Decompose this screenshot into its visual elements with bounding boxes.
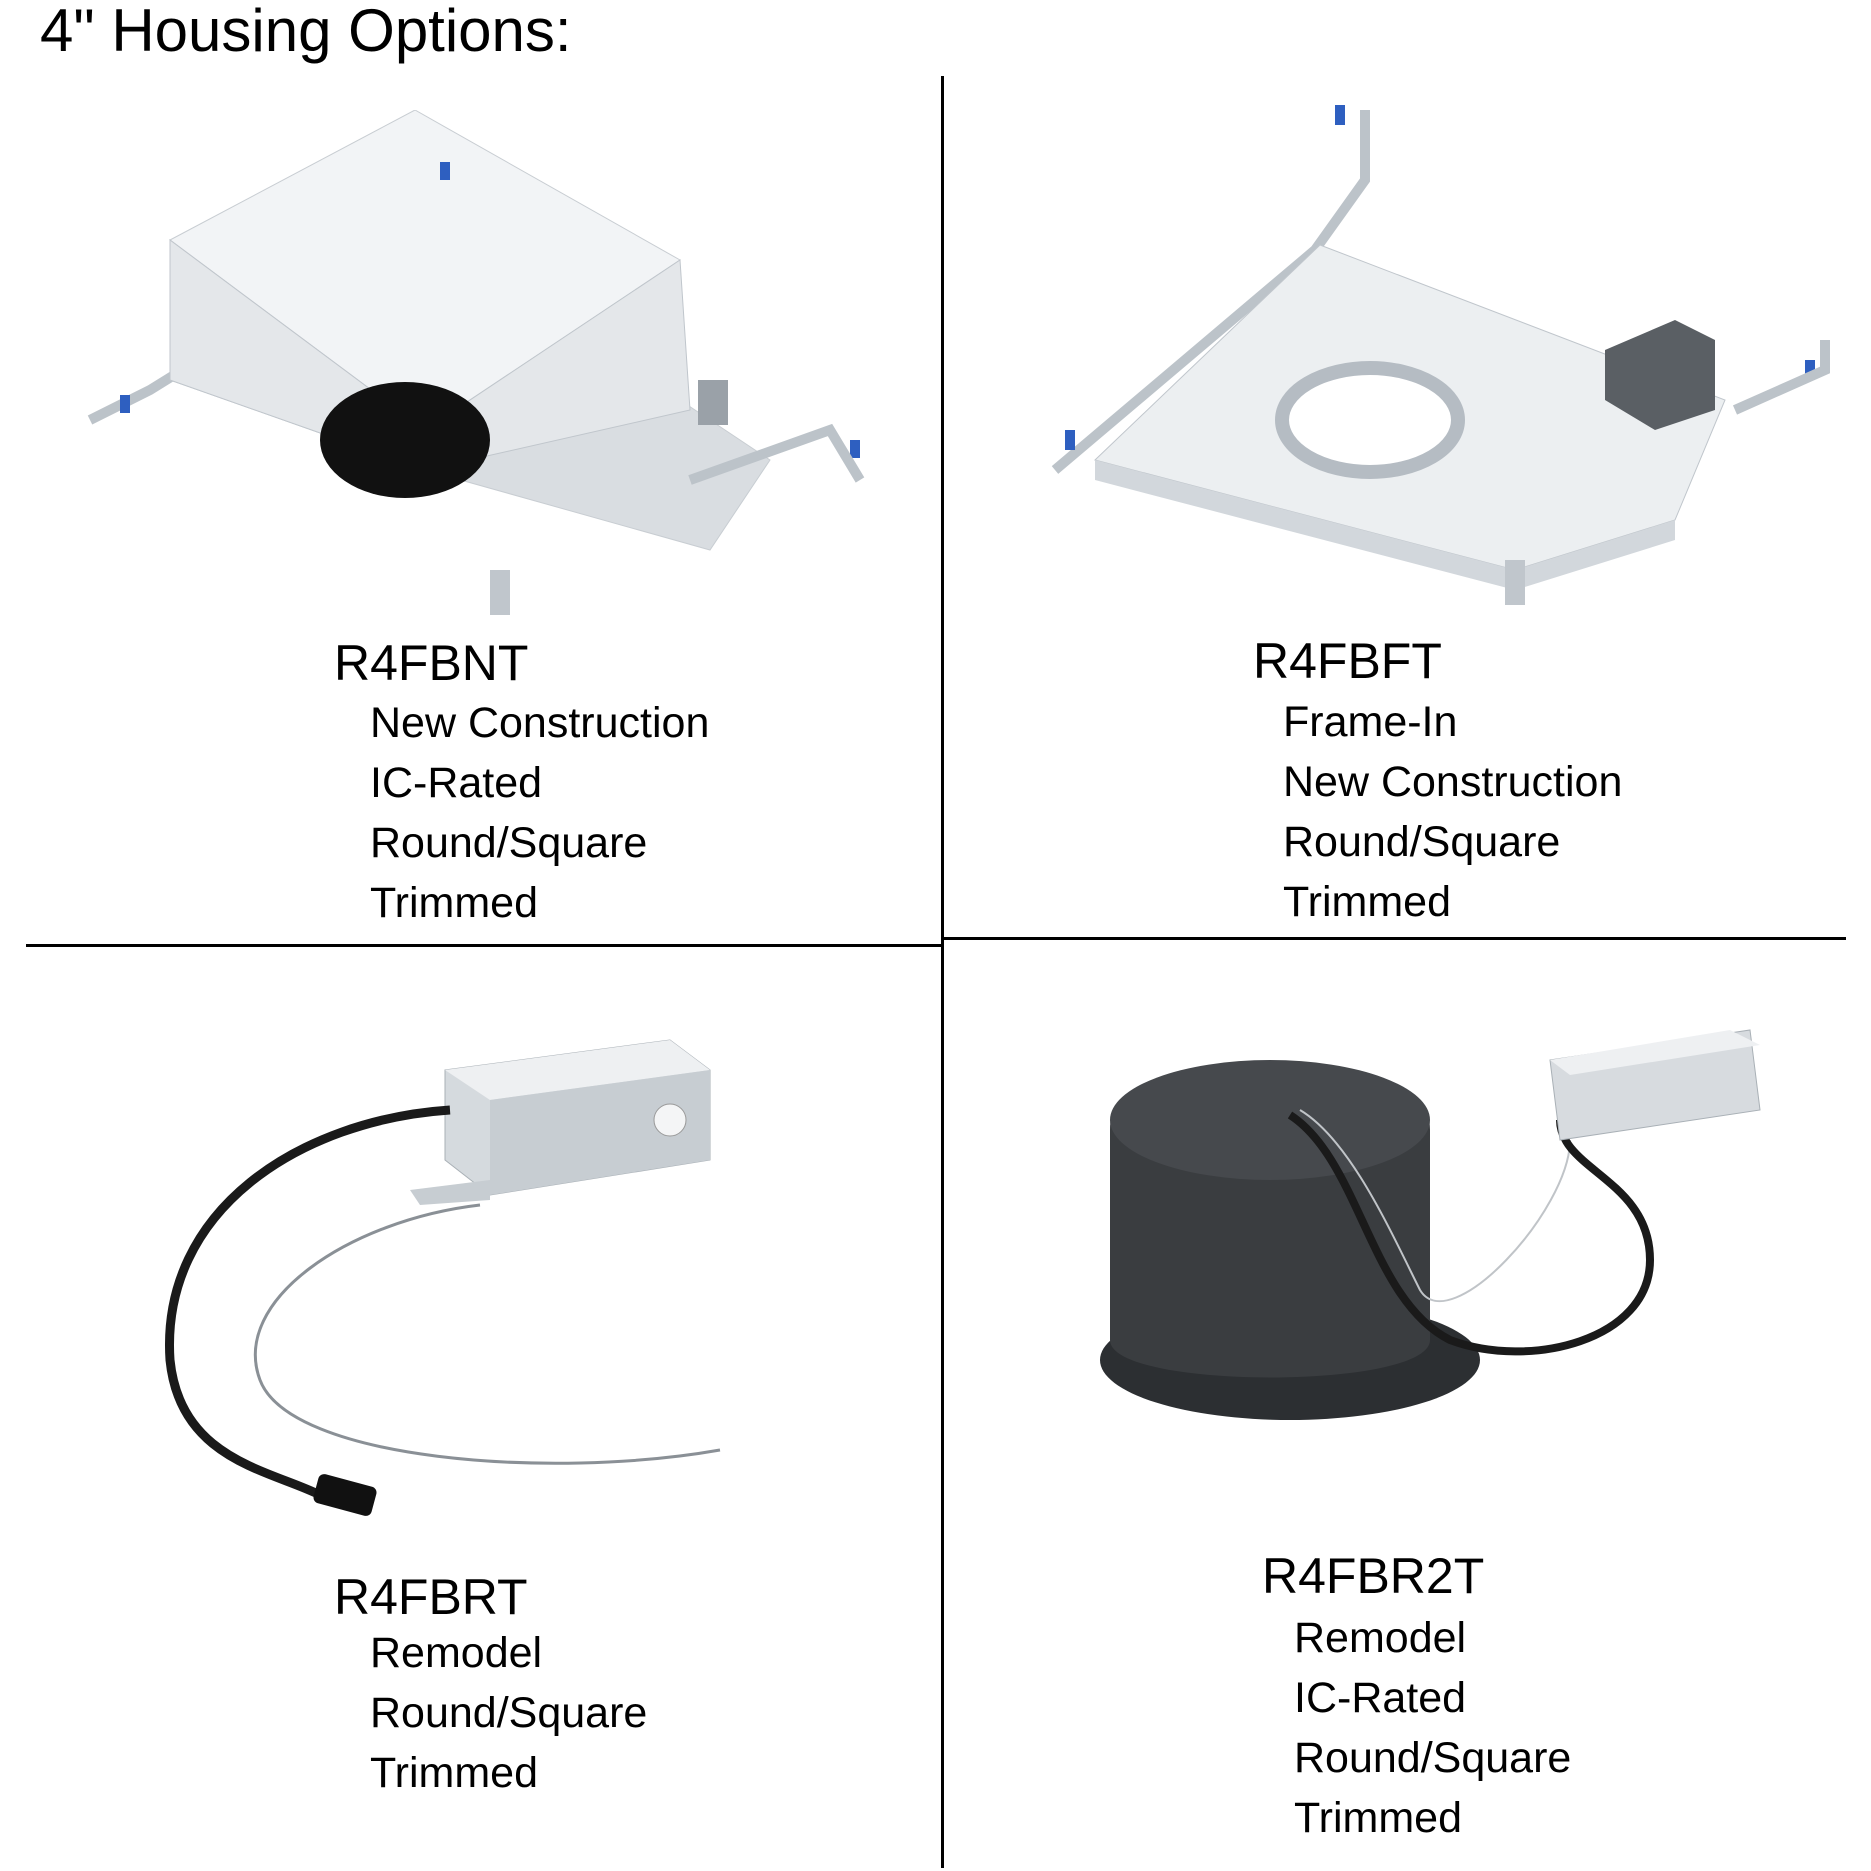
spec-item: Remodel: [1294, 1614, 1467, 1662]
divider-horizontal-right: [943, 937, 1846, 940]
page-title: 4" Housing Options:: [40, 0, 572, 64]
spec-item: Round/Square: [370, 819, 648, 867]
product-model-r4fbr2t: R4FBR2T: [1262, 1548, 1485, 1604]
spec-item: IC-Rated: [1294, 1674, 1467, 1722]
spec-item: New Construction: [1283, 758, 1623, 806]
product-model-r4fbft: R4FBFT: [1253, 633, 1442, 689]
product-specs-r4fbnt: New Construction IC-Rated Round/Square T…: [370, 693, 709, 933]
product-model-r4fbnt: R4FBNT: [334, 635, 529, 691]
spec-item: Trimmed: [370, 879, 539, 927]
spec-item: Trimmed: [370, 1749, 539, 1797]
divider-horizontal-left: [26, 944, 943, 947]
remodel-ic-can-with-driver-photo: [1100, 1029, 1761, 1420]
spec-item: IC-Rated: [370, 759, 543, 807]
spec-item: Round/Square: [1294, 1734, 1572, 1782]
spec-item: Round/Square: [1283, 818, 1561, 866]
product-model-r4fbrt: R4FBRT: [334, 1569, 528, 1625]
spec-item: Frame-In: [1283, 698, 1458, 746]
spec-item: Round/Square: [370, 1689, 648, 1737]
remodel-driver-box-photo: [165, 1039, 721, 1516]
spec-item: Remodel: [370, 1629, 543, 1677]
ic-rated-housing-box-photo: [87, 110, 865, 615]
frame-in-plate-photo: [1051, 105, 1830, 605]
spec-item: New Construction: [370, 699, 710, 747]
spec-item: Trimmed: [1283, 878, 1452, 926]
product-specs-r4fbr2t: Remodel IC-Rated Round/Square Trimmed: [1294, 1608, 1571, 1848]
product-specs-r4fbft: Frame-In New Construction Round/Square T…: [1283, 692, 1622, 932]
divider-vertical: [941, 76, 944, 1868]
product-specs-r4fbrt: Remodel Round/Square Trimmed: [370, 1623, 647, 1803]
spec-item: Trimmed: [1294, 1794, 1463, 1842]
